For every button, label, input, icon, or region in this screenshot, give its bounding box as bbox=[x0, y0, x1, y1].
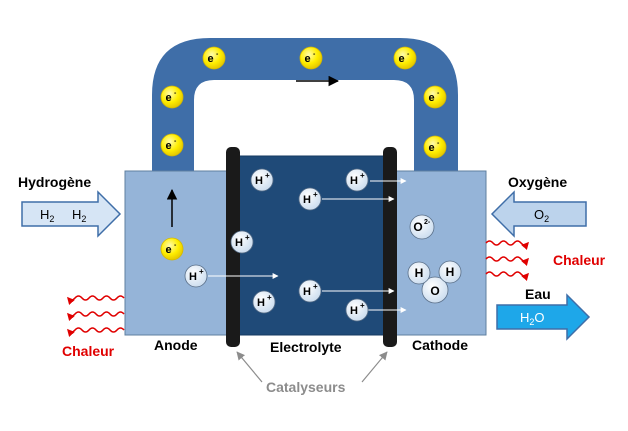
water-h-atom: H bbox=[415, 266, 424, 280]
proton-charge: + bbox=[360, 301, 365, 310]
cathode-label: Cathode bbox=[412, 337, 468, 353]
proton-symbol: H bbox=[303, 194, 311, 206]
electron-charge: - bbox=[174, 242, 177, 249]
electron: e- bbox=[160, 85, 184, 109]
heat-label-right: Chaleur bbox=[553, 252, 606, 268]
proton: H+ bbox=[252, 290, 276, 314]
proton-charge: + bbox=[313, 282, 318, 291]
catalyst-layer-right bbox=[383, 147, 397, 347]
water-label: Eau bbox=[525, 286, 551, 302]
catalyst-pointer-right bbox=[361, 351, 388, 383]
proton: H+ bbox=[345, 298, 369, 322]
electron-charge: - bbox=[407, 51, 410, 58]
proton-symbol: H bbox=[255, 175, 263, 187]
electron-charge: - bbox=[216, 51, 219, 58]
oxide-ion: O 2- bbox=[409, 214, 435, 240]
oxygen-input-arrow bbox=[490, 190, 587, 238]
hydrogen-molecule-1: H2 bbox=[40, 207, 54, 224]
oxygen-label: Oxygène bbox=[508, 174, 567, 190]
electron-symbol: e bbox=[165, 92, 171, 104]
heat-label-left: Chaleur bbox=[62, 343, 115, 359]
electron: e- bbox=[393, 46, 417, 70]
heat-waves-left bbox=[67, 295, 125, 337]
electron-symbol: e bbox=[165, 244, 171, 256]
proton-symbol: H bbox=[303, 286, 311, 298]
water-output-arrow bbox=[496, 293, 591, 341]
electrolyte-label: Electrolyte bbox=[270, 339, 342, 355]
proton: H+ bbox=[298, 187, 322, 211]
electron-symbol: e bbox=[398, 53, 404, 65]
water-molecule: H H O bbox=[407, 260, 462, 304]
electron: e- bbox=[423, 85, 447, 109]
water-formula: H2O bbox=[520, 310, 545, 327]
oxide-charge: 2- bbox=[424, 219, 431, 226]
hydrogen-label: Hydrogène bbox=[18, 174, 91, 190]
proton-symbol: H bbox=[235, 237, 243, 249]
proton-charge: + bbox=[313, 190, 318, 199]
catalysts-label: Catalyseurs bbox=[266, 379, 346, 395]
hydrogen-input-arrow bbox=[21, 190, 122, 238]
external-circuit bbox=[152, 38, 458, 181]
water-o-atom: O bbox=[430, 284, 439, 298]
proton: H+ bbox=[184, 264, 208, 288]
electron-charge: - bbox=[174, 90, 177, 97]
proton: H+ bbox=[230, 230, 254, 254]
proton-charge: + bbox=[199, 267, 204, 276]
water-h-atom: H bbox=[446, 265, 455, 279]
proton-charge: + bbox=[360, 171, 365, 180]
electron-symbol: e bbox=[207, 53, 213, 65]
proton-charge: + bbox=[245, 233, 250, 242]
electron: e- bbox=[202, 46, 226, 70]
electron: e- bbox=[423, 135, 447, 159]
electron-symbol: e bbox=[165, 140, 171, 152]
hydrogen-molecule-2: H2 bbox=[72, 207, 86, 224]
electron-symbol: e bbox=[428, 92, 434, 104]
oxygen-molecule: O2 bbox=[534, 207, 549, 224]
electron-charge: - bbox=[174, 138, 177, 145]
electron-charge: - bbox=[437, 140, 440, 147]
electron: e- bbox=[299, 46, 323, 70]
electron-symbol: e bbox=[428, 142, 434, 154]
catalyst-pointer-left bbox=[236, 351, 263, 383]
heat-waves-right bbox=[485, 240, 529, 281]
proton-symbol: H bbox=[350, 305, 358, 317]
proton: H+ bbox=[250, 168, 274, 192]
proton-symbol: H bbox=[257, 297, 265, 309]
proton-charge: + bbox=[267, 293, 272, 302]
proton: H+ bbox=[298, 279, 322, 303]
electron-charge: - bbox=[313, 51, 316, 58]
electron-symbol: e bbox=[304, 53, 310, 65]
proton: H+ bbox=[345, 168, 369, 192]
proton-charge: + bbox=[265, 171, 270, 180]
electron-charge: - bbox=[437, 90, 440, 97]
anode-label: Anode bbox=[154, 337, 198, 353]
oxide-symbol: O bbox=[413, 220, 422, 234]
proton-symbol: H bbox=[350, 175, 358, 187]
electron: e- bbox=[160, 133, 184, 157]
proton-symbol: H bbox=[189, 271, 197, 283]
electron: e- bbox=[160, 237, 184, 261]
